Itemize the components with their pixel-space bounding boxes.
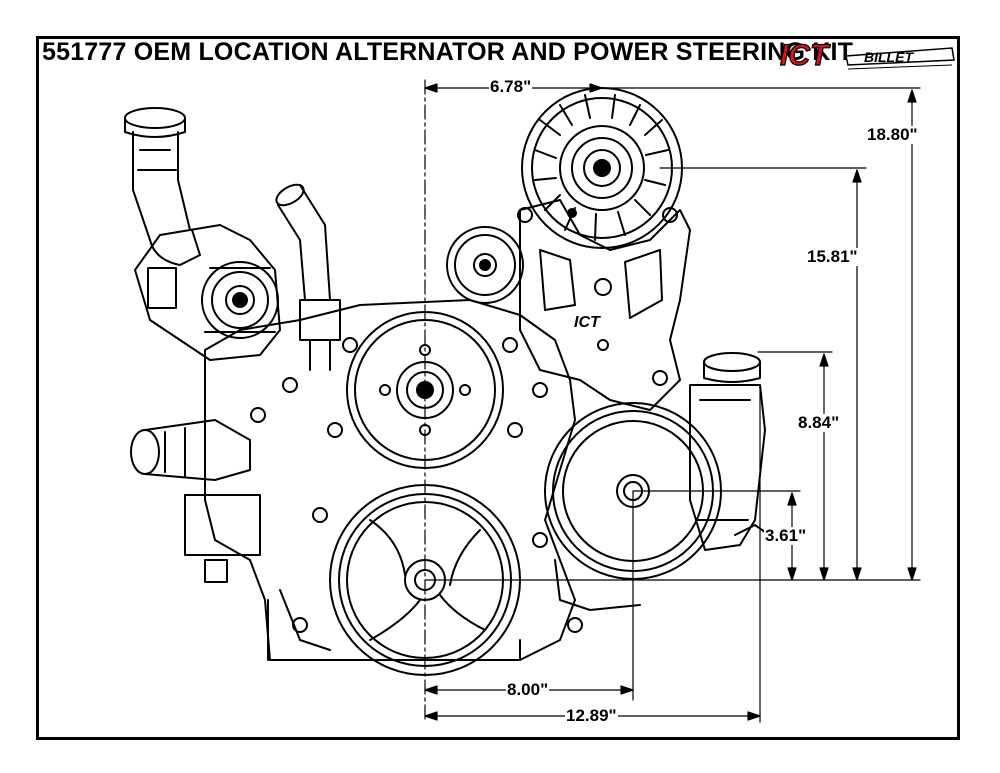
left-filler-neck <box>124 107 201 266</box>
page-title: 551777 OEM LOCATION ALTERNATOR AND POWER… <box>42 38 854 66</box>
logo-ict-text: ICT <box>779 38 831 72</box>
svg-text:ICT: ICT <box>780 39 831 72</box>
drawing-border <box>36 36 960 740</box>
idler-pulley <box>446 226 524 304</box>
bolts <box>250 337 583 633</box>
upper-hose-neck <box>275 183 341 371</box>
ict-billet-logo: ICT BILLET <box>779 38 955 73</box>
ps-reservoir <box>689 352 766 551</box>
dimension-8-00-label: 8.00" <box>506 680 550 699</box>
accessory-bracket: ICT <box>517 199 691 411</box>
dimension-lines <box>424 79 921 723</box>
engine-block <box>184 299 641 661</box>
dimension-6-78-label: 6.78" <box>489 77 533 96</box>
dimension-8-84-label: 8.84" <box>797 413 841 432</box>
dimension-15-81-label: 15.81" <box>806 247 859 266</box>
left-housing <box>134 224 281 361</box>
water-outlet <box>130 419 251 481</box>
bracket-ict-mark: ICT <box>574 314 601 331</box>
dimension-3-61-label: 3.61" <box>764 526 808 545</box>
dimension-18-80-label: 18.80" <box>866 125 919 144</box>
logo-billet-text: BILLET <box>864 49 914 65</box>
alternator <box>521 87 683 249</box>
dimension-12-89-label: 12.89" <box>565 706 618 725</box>
